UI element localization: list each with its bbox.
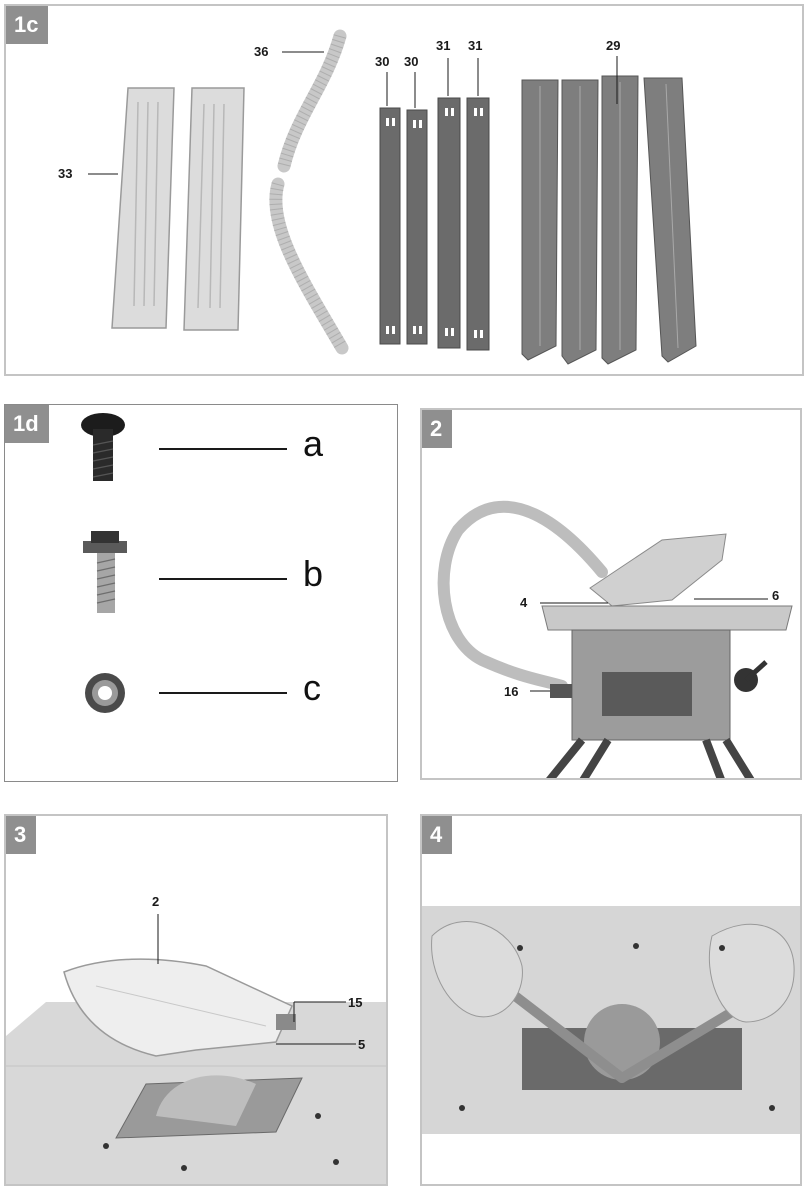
label-29: 29 [606, 38, 621, 53]
label-16: 16 [504, 684, 519, 699]
label-c: c [303, 667, 321, 708]
figure-1c-tag: 1c [6, 6, 49, 44]
label-b: b [303, 553, 324, 594]
figure-1d-fasteners-illustration [81, 413, 287, 713]
suction-hose [269, 29, 349, 355]
figure-3: 3 2 15 5 [4, 814, 388, 1186]
label-5: 5 [358, 1037, 366, 1052]
figure-1c-parts-illustration [88, 29, 697, 365]
figure-4: 4 [420, 814, 802, 1186]
label-2: 2 [152, 894, 160, 909]
label-33: 33 [58, 166, 73, 181]
figure-4-tag: 4 [422, 816, 453, 854]
brace-30-b [406, 109, 428, 345]
figure-2-tag: 2 [422, 410, 453, 448]
flange-nut [85, 673, 125, 713]
figure-1c: 1c 33 36 30 30 31 31 29 [4, 4, 804, 376]
label-a: a [303, 423, 324, 464]
leg-4 [643, 77, 697, 363]
extension-plate-left [111, 87, 175, 329]
figure-1d: 1d a b c [4, 404, 398, 782]
brace-30-a [379, 107, 401, 345]
label-4: 4 [520, 595, 528, 610]
figure-1d-tag: 1d [5, 405, 49, 443]
label-31-b: 31 [468, 38, 483, 53]
label-30-b: 30 [404, 54, 419, 69]
flange-bolt [83, 531, 127, 613]
label-36: 36 [254, 44, 269, 59]
figure-3-tag: 3 [6, 816, 37, 854]
label-6: 6 [772, 588, 780, 603]
carriage-bolt [81, 413, 125, 481]
label-31-a: 31 [436, 38, 451, 53]
figure-4-blade-change-illustration [422, 906, 800, 1184]
figure-3-blade-guard-illustration [6, 914, 386, 1184]
brace-31-b [466, 97, 490, 351]
brace-31-a [437, 97, 461, 349]
figure-2: 2 4 6 16 [420, 408, 802, 780]
extension-plate-right [183, 87, 245, 331]
label-30-a: 30 [375, 54, 390, 69]
figure-2-table-saw-illustration [437, 500, 793, 778]
label-15: 15 [348, 995, 363, 1010]
